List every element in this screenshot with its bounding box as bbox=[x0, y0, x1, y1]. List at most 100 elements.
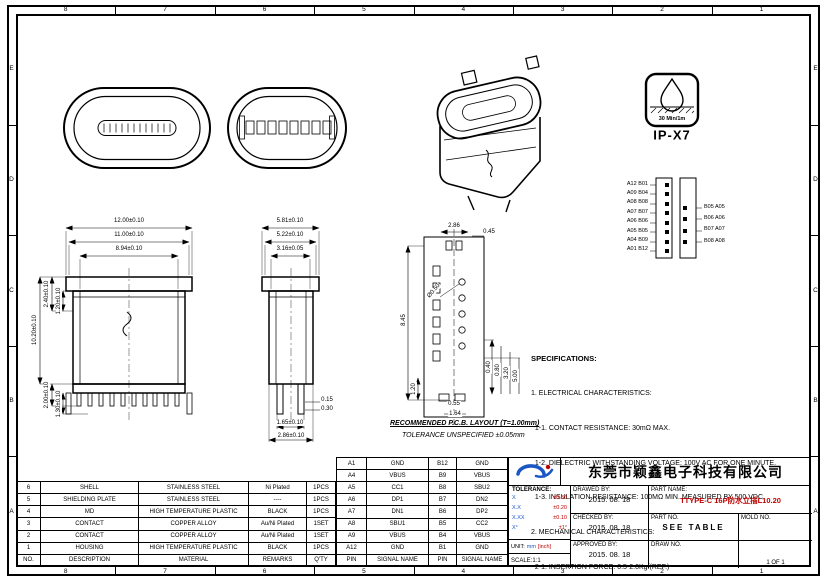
frame-tick bbox=[711, 5, 713, 14]
table-cell: SBU2 bbox=[456, 481, 508, 495]
frame-tick bbox=[413, 567, 415, 576]
dimension-label: 1.20 bbox=[411, 382, 417, 396]
pin-map-label: A05 B05 bbox=[626, 227, 648, 234]
bom-header-cell: Q'TY bbox=[306, 553, 336, 568]
table-cell: 4 bbox=[16, 505, 41, 519]
table-cell: CONTACT bbox=[40, 517, 139, 531]
grid-reference-label: 5 bbox=[362, 567, 366, 575]
table-cell: CC2 bbox=[456, 517, 508, 531]
frame-tick bbox=[513, 5, 514, 14]
sheet-number: 1 OF 1 bbox=[766, 560, 785, 566]
grid-reference-label: D bbox=[9, 175, 14, 183]
table-cell: B6 bbox=[428, 505, 457, 519]
tolerance-row: X.X ±0.20 bbox=[512, 505, 567, 511]
dimension-label: 5.00 bbox=[513, 369, 519, 383]
frame-tick bbox=[811, 456, 820, 458]
table-cell: A7 bbox=[336, 505, 367, 519]
tolerance-row: X ±0.30 bbox=[512, 495, 567, 501]
frame-tick bbox=[314, 5, 316, 14]
grid-reference-label: 6 bbox=[262, 567, 267, 575]
table-cell: STAINLESS STEEL bbox=[138, 493, 249, 507]
table-cell: MD bbox=[40, 505, 139, 519]
table-cell: A6 bbox=[336, 493, 367, 507]
unit-cell: UNIT: mm [inch] bbox=[509, 540, 571, 554]
pcb-layout-title: RECOMMENDED P.C.B. LAYOUT (T=1.00mm) bbox=[390, 420, 540, 427]
signoff-column: DRAWED BY: 2015. 08. 18 CHECKED BY: 2015… bbox=[571, 486, 649, 568]
dimension-label: 10.20±0.10 bbox=[32, 314, 38, 346]
bom-header-cell: DESCRIPTION bbox=[40, 553, 139, 568]
table-cell: HIGH TEMPERATURE PLASTIC bbox=[138, 505, 249, 519]
grid-reference-label: 6 bbox=[262, 5, 267, 13]
spec-line: 1-3. INSULATION RESISTANCE: 100MΩ MIN. M… bbox=[531, 494, 764, 502]
grid-reference-label: 4 bbox=[461, 5, 466, 13]
pin-map-label: B05 A05 bbox=[704, 203, 725, 210]
ip-rating-label: IP-X7 bbox=[653, 127, 691, 143]
frame-tick bbox=[612, 5, 614, 14]
pin-table-header-cell: PIN bbox=[428, 553, 457, 568]
bom-header-cell: NO. bbox=[16, 553, 41, 568]
dimension-label: 0.55 bbox=[447, 401, 461, 407]
dimension-label: 12.00±0.10 bbox=[113, 218, 145, 224]
dimension-label: 0.15 bbox=[320, 397, 334, 403]
grid-reference-label: 3 bbox=[560, 5, 565, 13]
grid-reference-label: A bbox=[9, 507, 14, 515]
dimension-label: 0.80 bbox=[495, 363, 501, 377]
table-cell: BLACK bbox=[248, 541, 307, 555]
table-cell: B5 bbox=[428, 517, 457, 531]
table-cell: 1PCS bbox=[306, 480, 336, 495]
company-row: 东莞市颖鑫电子科技有限公司 bbox=[509, 458, 810, 486]
spec-line: 1-2. DIELECTRIC WITHSTANDING VOLTAGE: 10… bbox=[531, 459, 777, 467]
frame-tick bbox=[214, 567, 216, 576]
table-cell: A5 bbox=[336, 481, 367, 495]
frame-tick bbox=[811, 345, 820, 347]
table-cell: A12 bbox=[336, 541, 367, 555]
dimension-label: 1.65±0.10 bbox=[275, 420, 305, 426]
table-cell: DN2 bbox=[456, 493, 508, 507]
table-cell: A8 bbox=[336, 517, 367, 531]
frame-tick bbox=[711, 567, 713, 576]
grid-reference-label: 8 bbox=[63, 5, 68, 13]
spec-line: 1-1. CONTACT RESISTANCE: 30mΩ MAX. bbox=[531, 424, 671, 432]
dimension-label: 8.45 bbox=[401, 313, 407, 327]
approved-by-cell: APPROVED BY: 2015. 08. 18 bbox=[571, 541, 648, 568]
frame-tick bbox=[7, 456, 16, 458]
table-cell: Ni Plated bbox=[248, 480, 307, 495]
table-cell: 3 bbox=[16, 517, 41, 531]
grid-reference-label: 2 bbox=[660, 5, 664, 13]
tolerance-row: X.XX ±0.10 bbox=[512, 515, 567, 521]
pin-map-label: A01 B12 bbox=[626, 246, 648, 253]
pin-table-header-cell: PIN bbox=[336, 553, 367, 568]
table-cell: 1 bbox=[16, 541, 41, 555]
table-cell: Au/Ni Plated bbox=[248, 529, 307, 543]
table-cell: SHIELDING PLATE bbox=[40, 493, 139, 507]
dimension-label: 3.20 bbox=[504, 366, 510, 380]
grid-reference-label: 1 bbox=[759, 567, 764, 575]
dimension-label: 3.16±0.05 bbox=[275, 246, 305, 252]
checked-by-cell: CHECKED BY: 2015. 08. 18 bbox=[571, 514, 648, 542]
pin-table-header-cell: SIGNAL NAME bbox=[456, 553, 508, 568]
grid-reference-label: E bbox=[813, 65, 818, 73]
mold-no-cell: MOLD NO. bbox=[741, 515, 771, 521]
ip-rating-duration: 30 Min/1m bbox=[658, 116, 686, 122]
part-name-cell: PART NAME: TTYPE-C 16P防水立插L10.20 bbox=[649, 486, 812, 514]
table-cell: A4 bbox=[336, 469, 367, 483]
pin-map-label: A09 B04 bbox=[626, 189, 648, 196]
grid-reference-label: A bbox=[813, 507, 818, 515]
table-cell: B12 bbox=[428, 456, 457, 471]
table-cell: GND bbox=[456, 541, 508, 555]
table-cell: VBUS bbox=[456, 529, 508, 543]
frame-tick bbox=[7, 235, 16, 237]
company-name: 东莞市颖鑫电子科技有限公司 bbox=[588, 463, 783, 480]
part-no-cell: PART NO. SEE TABLE bbox=[649, 514, 739, 540]
table-cell: B9 bbox=[428, 469, 457, 483]
frame-tick bbox=[612, 567, 614, 576]
grid-reference-label: 3 bbox=[560, 567, 565, 575]
pin-map-label: B07 A07 bbox=[704, 226, 725, 233]
table-cell: VBUS bbox=[456, 469, 508, 483]
pin-map-label: A06 B06 bbox=[626, 218, 648, 225]
